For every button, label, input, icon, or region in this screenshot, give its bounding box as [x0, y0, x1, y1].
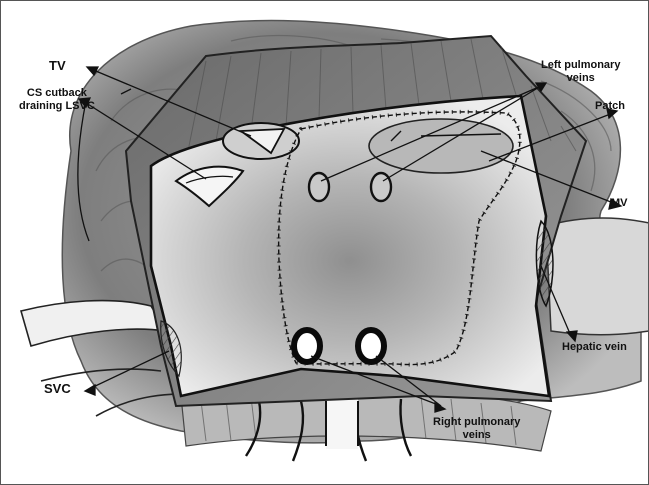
- label-left-pulmonary-line1: Left pulmonary: [541, 59, 620, 72]
- right-pulmonary-vein-2: [358, 330, 384, 362]
- ivc-vessel: [546, 218, 649, 335]
- label-right-pulmonary-line2: veins: [433, 429, 520, 442]
- label-hepatic-vein: Hepatic vein: [562, 341, 627, 354]
- label-right-pulmonary-veins: Right pulmonary veins: [433, 416, 520, 442]
- label-mv: MV: [611, 197, 628, 210]
- label-cs-cutback-line1: CS cutback: [19, 87, 95, 100]
- label-svc: SVC: [44, 381, 71, 397]
- label-left-pulmonary-line2: veins: [541, 72, 620, 85]
- right-pulmonary-vein-1: [294, 330, 320, 362]
- label-cs-cutback-line2: draining LSVC: [19, 100, 95, 113]
- left-pulmonary-vein-1: [309, 173, 329, 201]
- label-cs-cutback: CS cutback draining LSVC: [19, 87, 95, 113]
- label-right-pulmonary-line1: Right pulmonary: [433, 416, 520, 429]
- left-pulmonary-vein-2: [371, 173, 391, 201]
- label-patch: Patch: [595, 100, 625, 113]
- label-left-pulmonary-veins: Left pulmonary veins: [541, 59, 620, 85]
- label-tv: TV: [49, 58, 66, 74]
